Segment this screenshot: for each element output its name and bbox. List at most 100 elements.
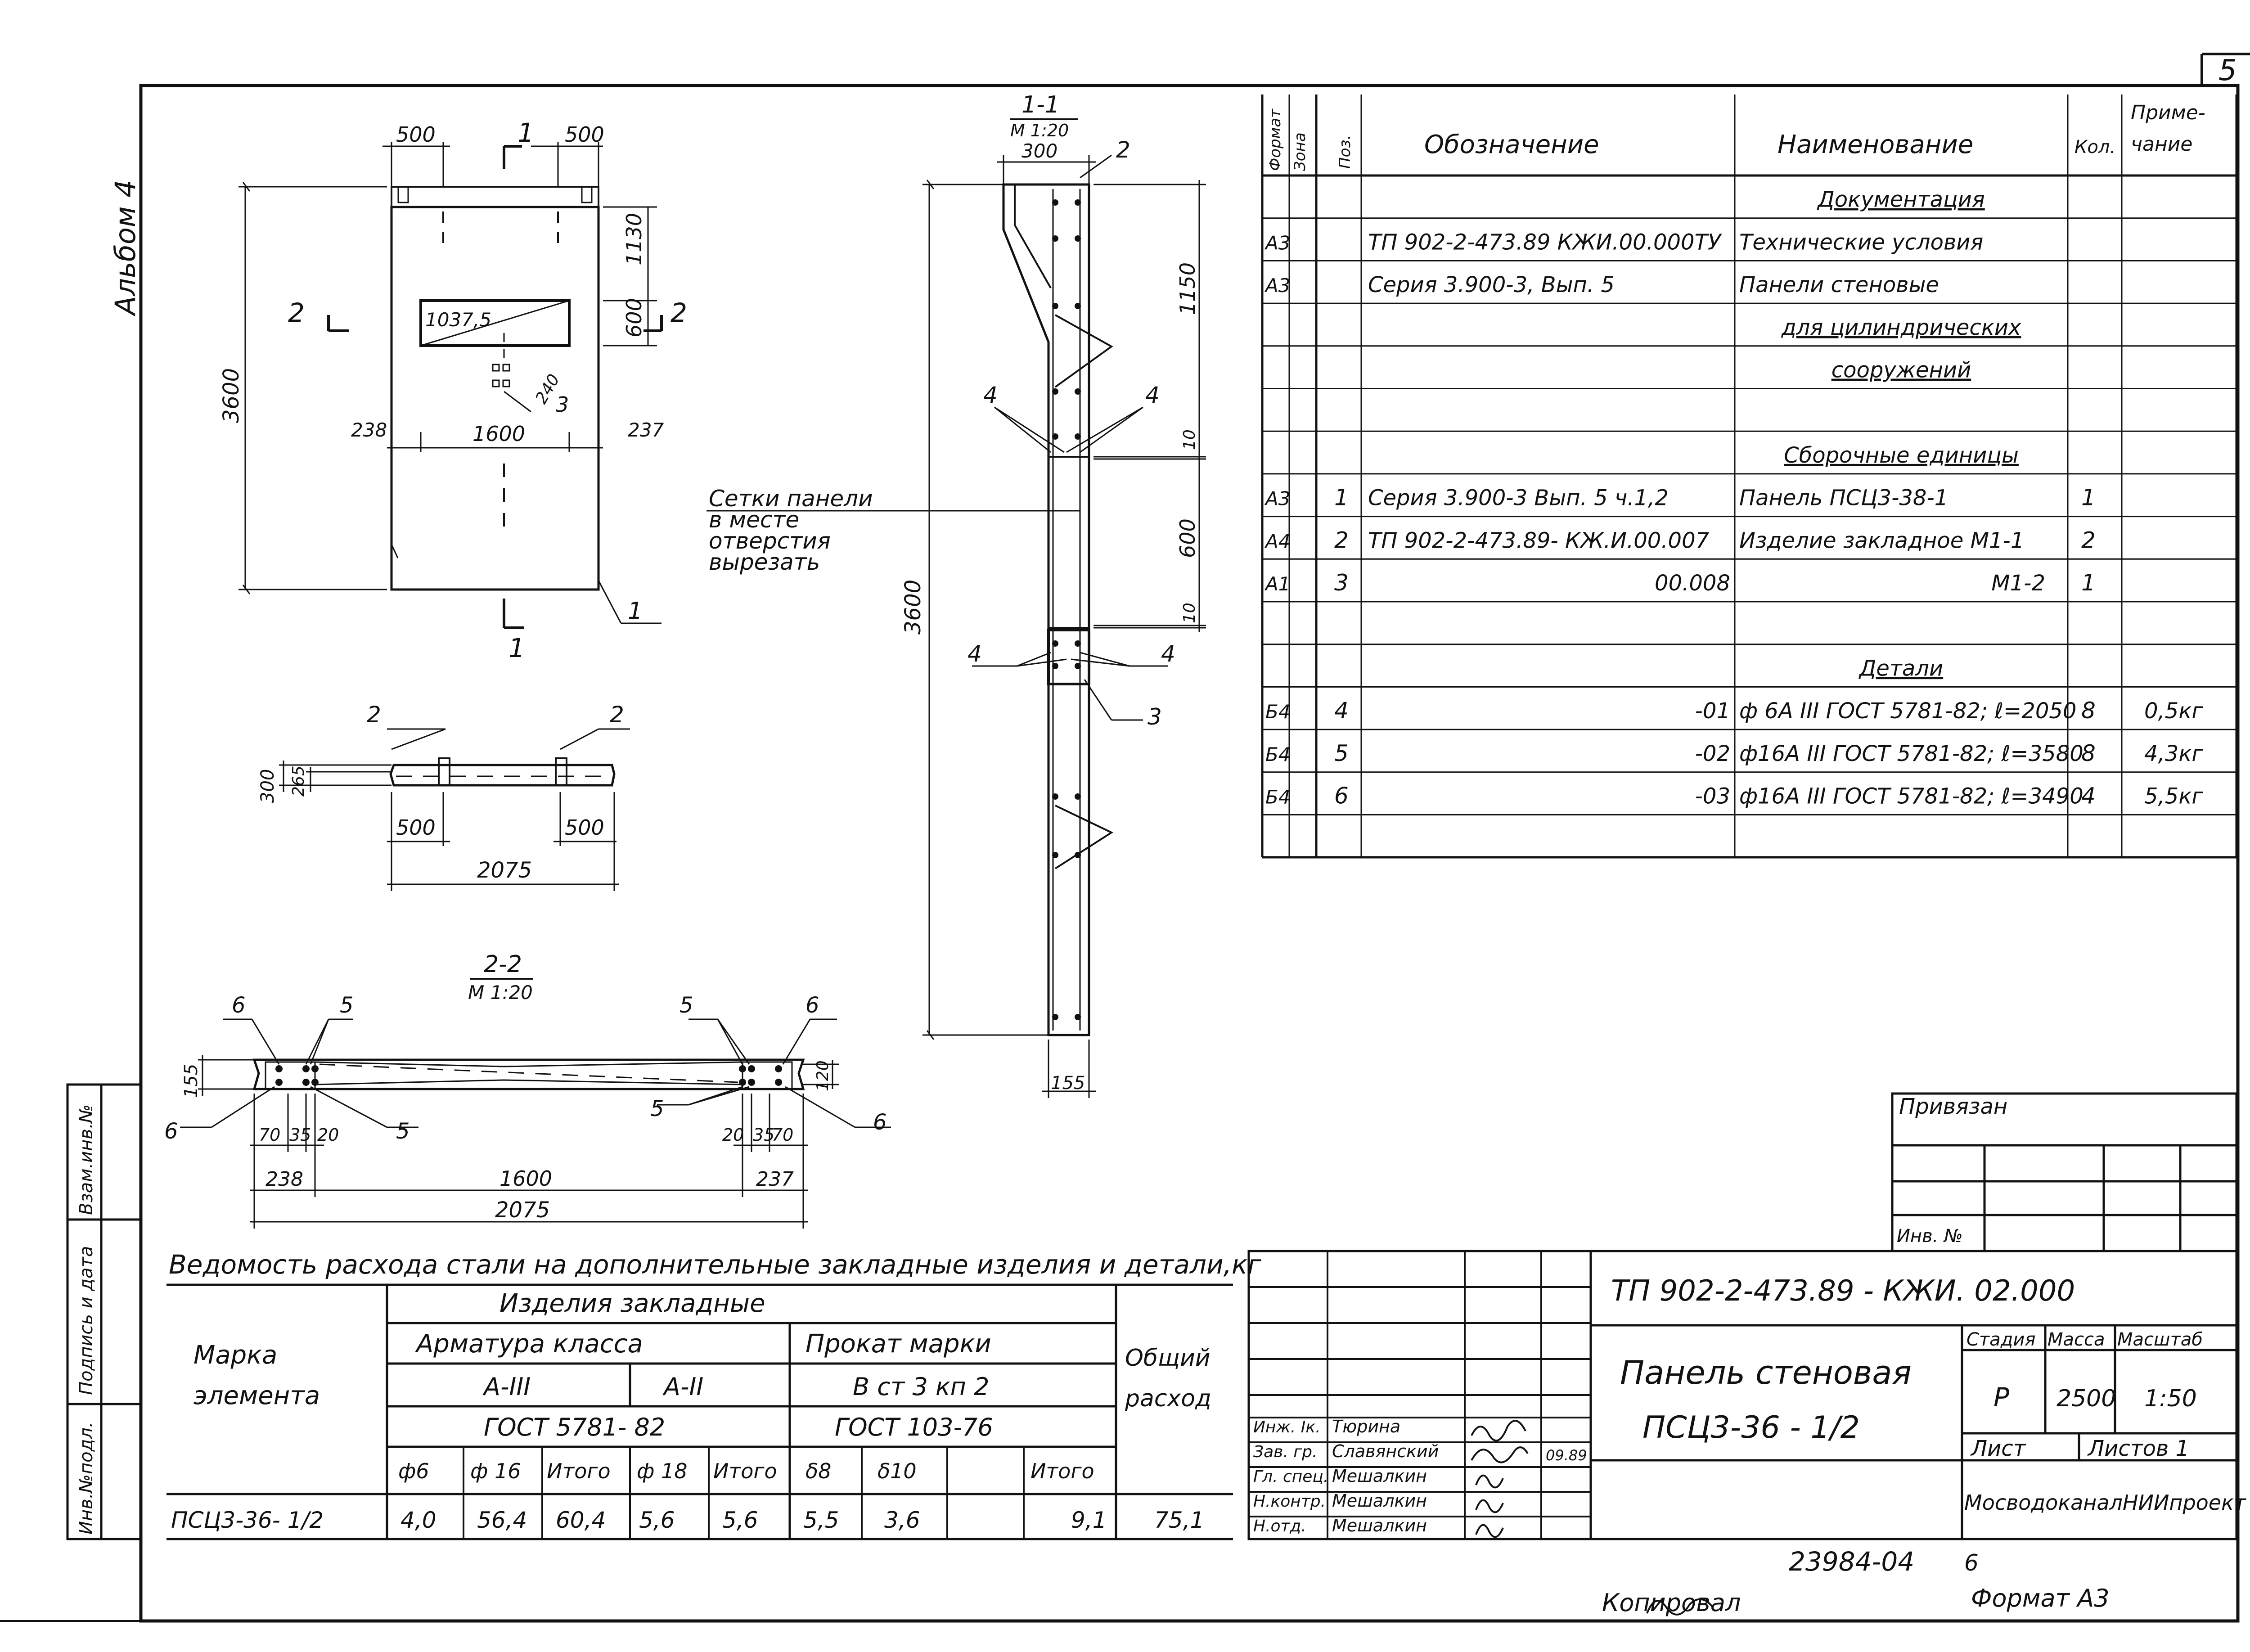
section-2-2-dim-120: 120 xyxy=(814,1060,832,1091)
steel-rebar-a3: А-III xyxy=(482,1373,531,1401)
spec-cell-designation: 00.008 xyxy=(1655,571,1730,596)
section-marker-1-bottom: 1 xyxy=(508,633,525,663)
section-2-2-dim-70-right: 70 xyxy=(772,1125,793,1145)
steel-col-total-a3: Итого xyxy=(547,1459,611,1483)
steel-mark-2: элемента xyxy=(194,1381,320,1410)
spec-header-qty: Кол. xyxy=(2074,137,2115,158)
steel-col-f6: ф6 xyxy=(398,1459,429,1483)
spec-cell-name: Сборочные единицы xyxy=(1784,443,2019,468)
spec-cell-pos: 2 xyxy=(1334,527,1349,553)
signatures xyxy=(1471,1420,1713,1616)
spec-cell-name: Панель ПСЦ3-38-1 xyxy=(1739,486,1948,511)
spec-cell-designation: -01 xyxy=(1695,698,1730,724)
role-title: Инж. Iк. xyxy=(1253,1418,1321,1436)
spec-cell-name: для цилиндрических xyxy=(1781,315,2021,340)
binding-block xyxy=(1891,1092,2238,1252)
title-block-date: 09.89 xyxy=(1546,1447,1587,1464)
section-1-1-dim-1150: 1150 xyxy=(1175,262,1200,315)
role-name: Тюрина xyxy=(1332,1417,1400,1436)
role-title: Н.отд. xyxy=(1253,1517,1306,1535)
section-1-1-pos-3: 3 xyxy=(1148,704,1162,730)
album-label: Альбом 4 xyxy=(109,180,142,317)
spec-cell-qty: 1 xyxy=(2081,570,2096,596)
plan-dim-500-left: 500 xyxy=(396,815,436,840)
steel-total-1: Общий xyxy=(1125,1345,1210,1372)
spec-cell-qty: 8 xyxy=(2081,698,2096,724)
section-1-1-dims xyxy=(706,154,1206,1098)
spec-cell-pos: 3 xyxy=(1334,570,1349,596)
archive-number: 23984-04 xyxy=(1789,1546,1914,1577)
binding-title: Привязан xyxy=(1899,1094,2007,1119)
spec-header-designation: Обозначение xyxy=(1424,130,1599,159)
elevation-section-marks xyxy=(327,145,663,629)
spec-cell-qty: 8 xyxy=(2081,740,2096,766)
panel-elevation xyxy=(390,186,600,591)
note-line-4: вырезать xyxy=(709,549,820,575)
spec-cell-designation: -03 xyxy=(1695,784,1730,809)
section-1-1-pos-4-ll: 4 xyxy=(968,641,982,667)
section-1-1-scale: М 1:20 xyxy=(1010,121,1069,140)
spec-cell-note: 4,3кг xyxy=(2144,741,2203,766)
spec-cell-name: Документация xyxy=(1817,187,1985,212)
role-title: Гл. спец. xyxy=(1253,1467,1328,1486)
spec-cell-name: ф16А III ГОСТ 5781-82; ℓ=3490 xyxy=(1739,784,2084,809)
section-2-2-dim-70-left: 70 xyxy=(259,1125,280,1145)
title-block-sheet-label: Лист xyxy=(1970,1436,2027,1461)
section-1-1-rebar-dots xyxy=(1052,199,1081,1020)
section-1-1-pos-2: 2 xyxy=(1116,137,1130,163)
section-2-2-dims xyxy=(180,1018,891,1229)
section-2-2-pos-5-br: 5 xyxy=(650,1096,664,1121)
title-block-stage-label: Стадия xyxy=(1966,1329,2035,1350)
plan-dim-2075: 2075 xyxy=(477,858,532,883)
section-1-1-width: 300 xyxy=(1022,140,1058,162)
side-stamp xyxy=(66,1083,141,1540)
section-2-2-rebar-dots xyxy=(275,1065,782,1086)
elevation-dim-600: 600 xyxy=(622,298,646,338)
panel-plan xyxy=(389,757,616,787)
elevation-dim-1130: 1130 xyxy=(622,213,646,266)
spec-cell-name: Детали xyxy=(1858,656,1943,681)
section-1-1-dim-600: 600 xyxy=(1175,518,1200,558)
title-block-name-2: ПСЦ3-36 - 1/2 xyxy=(1642,1410,1860,1445)
steel-rolled-grade: В ст 3 кп 2 xyxy=(853,1373,990,1401)
plan-dim-300: 300 xyxy=(257,769,278,803)
elevation-dim-237: 237 xyxy=(628,419,664,441)
elevation-dim-500-left: 500 xyxy=(396,122,436,147)
spec-cell-name: сооружений xyxy=(1832,358,1971,383)
section-2-2-dim-35-left: 35 xyxy=(289,1125,311,1145)
steel-col-d8: δ8 xyxy=(806,1459,831,1483)
spec-cell-format: Б4 xyxy=(1265,701,1291,723)
spec-header-format: Формат xyxy=(1266,108,1284,171)
spec-cell-format: Б4 xyxy=(1265,743,1291,765)
spec-cell-name: Изделие закладное М1-1 xyxy=(1739,528,2024,553)
spec-cell-designation: -02 xyxy=(1695,741,1730,766)
section-1-1-title: 1-1 xyxy=(1022,91,1060,118)
title-block-scale: 1:50 xyxy=(2144,1385,2197,1412)
steel-rolled: Прокат марки xyxy=(806,1329,991,1359)
steel-row-f18: 5,6 xyxy=(639,1507,675,1533)
sheet-frame xyxy=(0,53,2250,1623)
note-line-2: в месте xyxy=(709,507,799,533)
role-name: Славянский xyxy=(1332,1441,1439,1461)
title-block-scale-label: Масштаб xyxy=(2117,1329,2203,1350)
title-block-code: ТП 902-2-473.89 - КЖИ. 02.000 xyxy=(1611,1274,2075,1308)
elevation-dim-500-right: 500 xyxy=(565,122,604,147)
role-name: Мешалкин xyxy=(1332,1491,1427,1511)
section-marker-2-left: 2 xyxy=(288,297,305,328)
section-marker-2-right: 2 xyxy=(670,297,687,328)
steel-row-mark: ПСЦ3-36- 1/2 xyxy=(171,1507,324,1533)
section-marker-1-top: 1 xyxy=(518,117,534,148)
section-1-1-dim-10-bottom: 10 xyxy=(1180,603,1199,623)
note-line-3: отверстия xyxy=(709,528,831,554)
spec-cell-name: Панели стеновые xyxy=(1739,272,1939,297)
steel-col-total-a2: Итого xyxy=(713,1459,777,1483)
role-title: Зав. гр. xyxy=(1253,1443,1317,1461)
steel-rebar: Арматура класса xyxy=(415,1329,643,1359)
steel-rebar-gost: ГОСТ 5781- 82 xyxy=(484,1413,665,1441)
spec-cell-name: ф16А III ГОСТ 5781-82; ℓ=3580 xyxy=(1739,741,2084,766)
elevation-pos-1: 1 xyxy=(628,598,643,625)
spec-cell-format: А3 xyxy=(1264,232,1290,254)
side-stamp-sign: Подпись и дата xyxy=(76,1246,97,1395)
